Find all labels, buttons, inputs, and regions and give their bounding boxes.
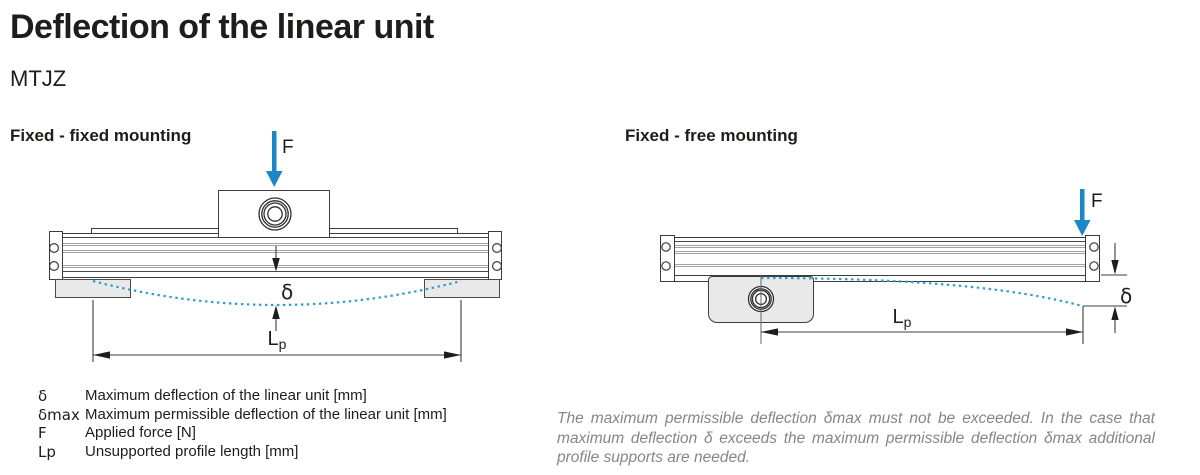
right-carriage: [708, 276, 814, 323]
left-rail-end-cap-right: [488, 231, 502, 280]
legend-row: Lp Unsupported profile length [mm]: [38, 443, 447, 462]
right-delta-label: δ: [1120, 284, 1133, 308]
right-rail-end-cap-left: [660, 235, 675, 282]
legend-description: Applied force [N]: [85, 424, 196, 441]
right-lp-main: L: [892, 306, 904, 328]
right-rail-line: [662, 251, 1098, 252]
left-support-block-left: [55, 279, 131, 298]
legend-symbol: Lp: [38, 442, 56, 461]
legend-description: Unsupported profile length [mm]: [85, 442, 299, 460]
right-rail-end-cap-right: [1085, 235, 1100, 282]
left-lp-label: Lp: [255, 328, 299, 352]
legend: δ Maximum deflection of the linear unit …: [38, 387, 447, 461]
right-rail-line: [662, 264, 1098, 265]
left-rail-line: [51, 271, 500, 272]
legend-row: δmax Maximum permissible deflection of t…: [38, 406, 447, 425]
left-support-block-right: [424, 279, 500, 298]
right-rail-line: [662, 253, 1098, 254]
right-lp-sub: p: [903, 314, 912, 330]
right-rail-profile: [660, 237, 1100, 276]
left-rail-line: [51, 265, 500, 266]
left-force-arrow-icon: [266, 131, 283, 187]
left-deflection-curve: [92, 279, 462, 307]
right-lp-label: Lp: [880, 306, 924, 330]
left-rail-line: [51, 267, 500, 268]
left-carriage: [218, 190, 330, 238]
left-force-label: F: [282, 137, 294, 158]
left-lp-sub: p: [278, 336, 287, 352]
right-rail-line: [662, 241, 1098, 242]
left-rail-line: [51, 245, 500, 246]
left-rail-line: [51, 252, 500, 253]
right-rail-line: [662, 245, 1098, 246]
page-title: Deflection of the linear unit: [10, 8, 434, 46]
left-rail-end-cap-left: [49, 231, 63, 280]
legend-row: F Applied force [N]: [38, 424, 447, 443]
left-lp-main: L: [267, 328, 279, 350]
right-force-arrow-icon: [1074, 189, 1091, 236]
right-diagram-heading: Fixed - free mounting: [625, 126, 798, 145]
left-rail-line: [51, 250, 500, 251]
left-rail-line: [51, 243, 500, 244]
right-rail-line: [662, 266, 1098, 267]
right-force-label: F: [1091, 191, 1103, 212]
left-delta-label: δ: [281, 280, 294, 304]
page-subtitle: MTJZ: [10, 66, 67, 91]
left-diagram-heading: Fixed - fixed mounting: [10, 126, 192, 145]
legend-symbol: δ: [38, 387, 48, 405]
legend-row: δ Maximum deflection of the linear unit …: [38, 387, 447, 406]
right-rail-line: [662, 247, 1098, 248]
legend-symbol: F: [38, 424, 47, 442]
legend-description: Maximum deflection of the linear unit [m…: [85, 387, 367, 404]
legend-description: Maximum permissible deflection of the li…: [85, 405, 447, 423]
legend-symbol: δmax: [38, 405, 80, 424]
deflection-note: The maximum permissible deflection δmax …: [557, 410, 1155, 466]
